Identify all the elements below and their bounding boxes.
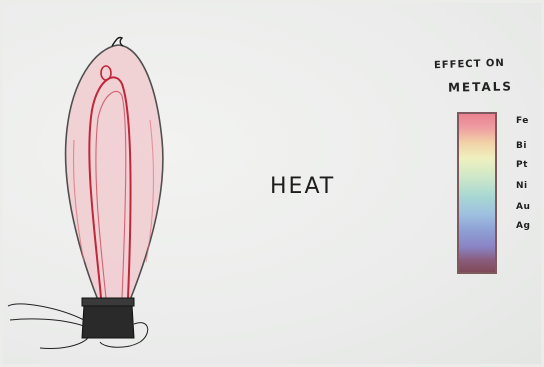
metal-label-au: Au xyxy=(516,202,530,212)
metal-label-ni: Ni xyxy=(516,181,528,191)
heat-title: HEAT xyxy=(270,174,335,199)
lamp-base xyxy=(82,305,134,338)
metal-label-fe: Fe xyxy=(516,116,529,126)
bulb-glass xyxy=(66,45,163,300)
legend-header-line2: METALS xyxy=(448,79,513,94)
metal-label-pt: Pt xyxy=(516,160,528,170)
metal-label-ag: Ag xyxy=(516,221,530,231)
metal-label-bi: Bi xyxy=(516,141,527,151)
lamp-wire-left xyxy=(8,304,84,320)
metal-color-bar xyxy=(457,112,497,274)
